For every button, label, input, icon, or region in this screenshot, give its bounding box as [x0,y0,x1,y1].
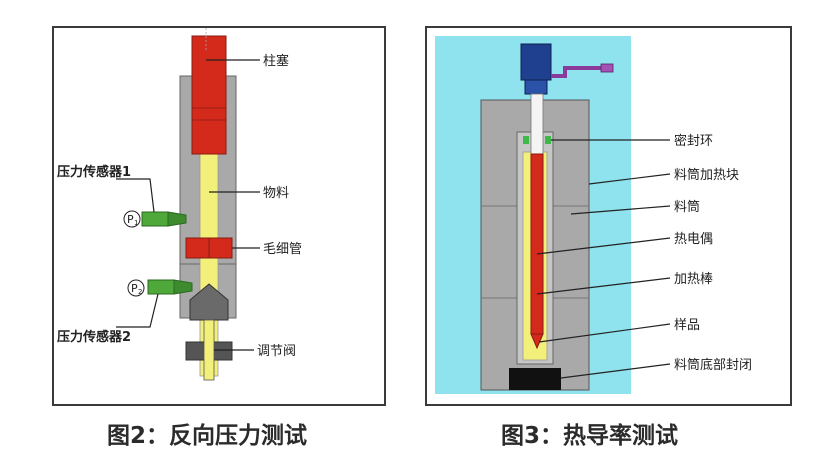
rod-shaft [530,93,544,157]
label-seal-ring: 密封环 [674,133,713,149]
leader-sensor-1 [116,178,155,213]
leader-heating-block [588,173,671,185]
figure2-caption: 图2：反向压力测试 [107,423,308,449]
figure3-caption: 图3：热导率测试 [501,423,679,449]
pressure-sensor-1 [141,211,169,227]
pressure-sensor-2-tip [173,279,193,295]
sensor-2-symbol-p: P [131,282,138,295]
valve-cone [189,283,229,321]
heating-rod-tip [530,333,544,350]
sensor-1-symbol-sub: 1 [134,219,138,227]
figure3-panel: 密封环 料筒加热块 料筒 热电偶 加热棒 样品 料筒底部封闭 [425,26,792,406]
leader-sensor-2 [116,293,159,328]
leader-barrel [570,205,671,215]
valve-stem [203,319,215,381]
leader-thermocouple [536,237,671,255]
sensor-2-symbol [127,279,145,297]
leader-heating-rod [536,277,671,295]
plunger [191,35,227,155]
connector-head [520,43,552,81]
pressure-sensor-1-tip [167,211,187,227]
heating-rod [530,153,544,335]
thermal-conductivity-diagram: 密封环 料筒加热块 料筒 热电偶 加热棒 样品 料筒底部封闭 [435,36,752,394]
label-pressure-sensor-1: 压力传感器1 [57,164,131,180]
label-barrel-bottom-seal: 料筒底部封闭 [674,357,752,373]
thermocouple-cable [551,66,603,78]
label-pressure-sensor-2: 压力传感器2 [57,329,131,345]
seal-ring-left [523,136,529,144]
label-capillary: 毛细管 [263,242,302,257]
bottom-seal [509,368,561,390]
leader-sample [538,323,671,343]
leader-bottom-seal [560,363,671,379]
pressure-sensor-2 [147,279,175,295]
sensor-1-symbol [123,210,141,228]
seal-ring-right [545,136,551,144]
label-material: 物料 [263,186,289,201]
label-plunger: 柱塞 [263,53,289,69]
figure2-panel: P 1 P 2 柱塞 物料 毛细管 调节阀 压力传感器1 压力传感器2 [52,26,386,406]
label-regulating-valve: 调节阀 [257,344,296,359]
label-barrel-heating-block: 料筒加热块 [674,167,739,183]
sensor-2-symbol-sub: 2 [138,288,142,296]
label-thermocouple: 热电偶 [674,232,713,247]
label-barrel: 料筒 [674,199,700,215]
reverse-pressure-diagram: P 1 P 2 柱塞 物料 毛细管 调节阀 压力传感器1 压力传感器2 [57,28,302,381]
thermocouple-plug [600,63,614,73]
label-sample: 样品 [674,318,700,333]
label-heating-rod: 加热棒 [674,272,713,287]
connector-neck [524,79,548,95]
sensor-1-symbol-p: P [127,213,134,226]
